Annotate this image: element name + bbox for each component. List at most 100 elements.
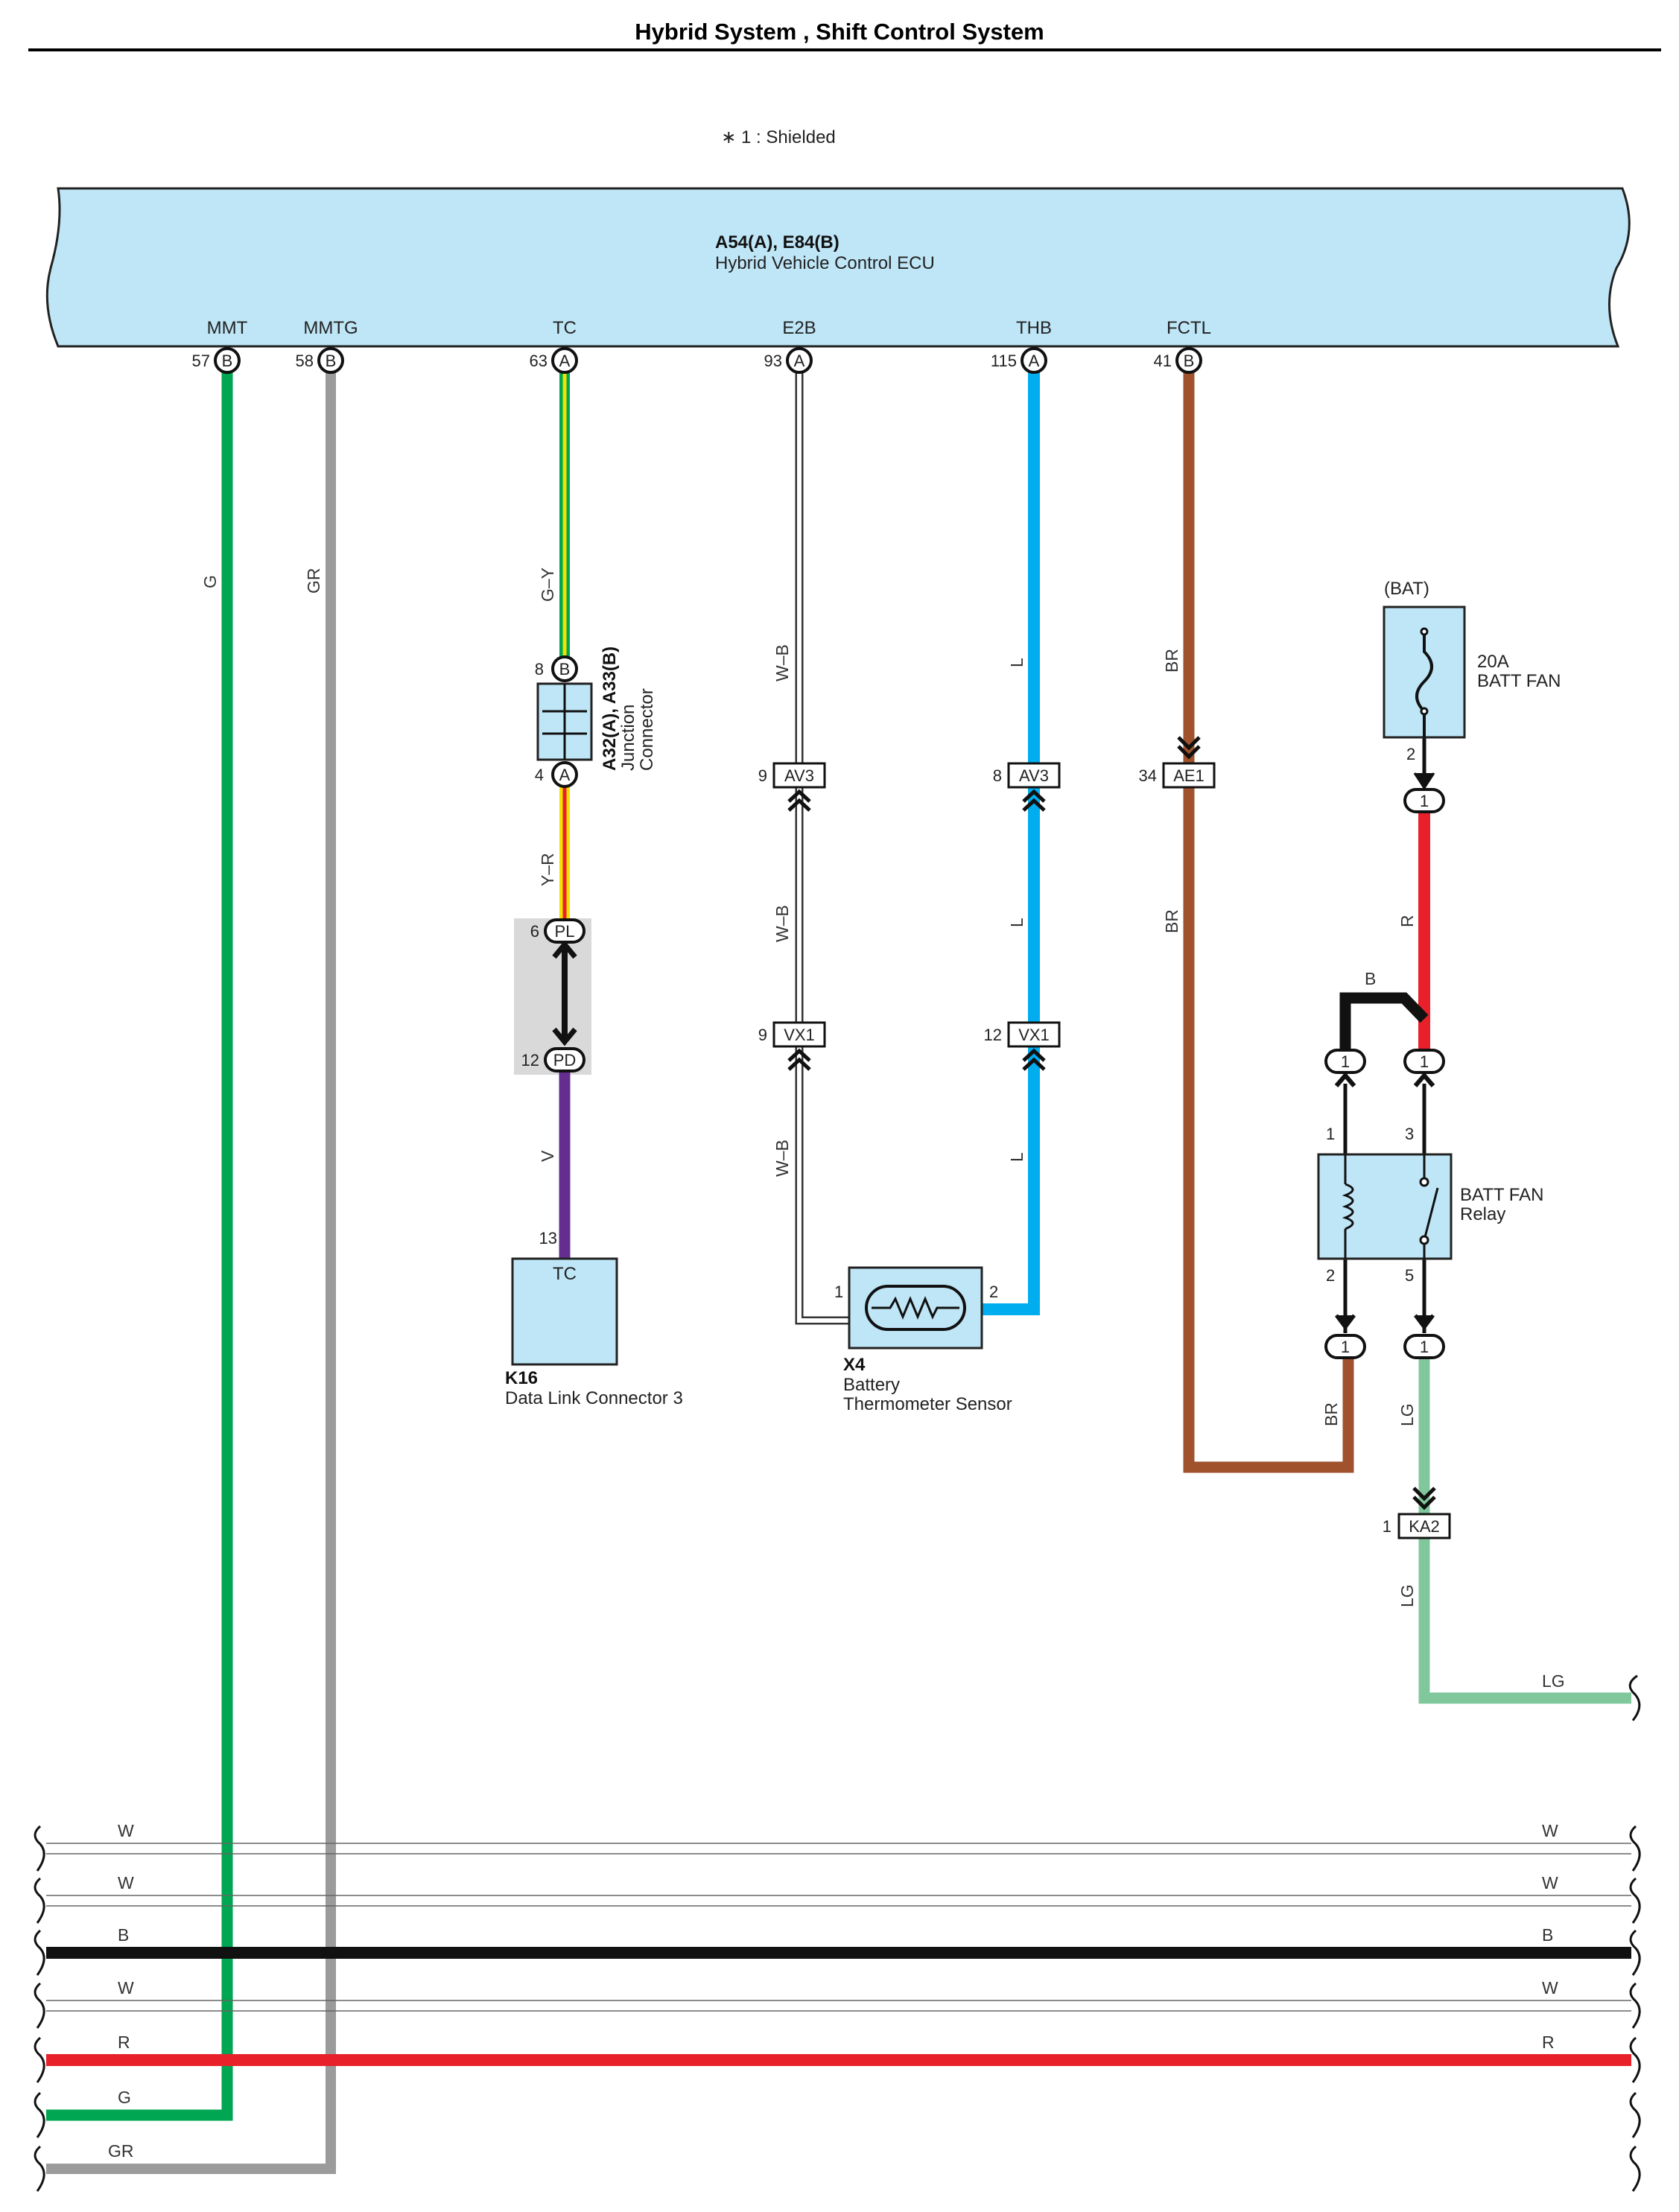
svg-text:LG: LG (1542, 1671, 1565, 1691)
splice-fuse: 1 (1403, 788, 1445, 813)
dlc-code: K16 (505, 1368, 538, 1388)
sensor-code: X4 (843, 1355, 866, 1375)
relay-pin-5: 5 (1405, 1266, 1414, 1285)
bus-label-right: W (1542, 1821, 1558, 1840)
svg-text:9: 9 (758, 766, 767, 785)
svg-text:PL: PL (555, 922, 575, 941)
splice-relay-left-top: 1 (1324, 1049, 1366, 1087)
wire-lg (1418, 1356, 1631, 1704)
pin-signal-e2b: E2B (782, 318, 816, 338)
page-title: Hybrid System , Shift Control System (635, 19, 1044, 45)
svg-text:R: R (1397, 915, 1417, 927)
svg-text:L: L (1007, 658, 1026, 667)
svg-text:BR: BR (1162, 909, 1181, 933)
splice-relay-right-bottom: 1 (1403, 1314, 1445, 1359)
connector-vx1-left: VX1 9 (758, 1021, 826, 1071)
sensor-pin-2: 2 (989, 1283, 998, 1301)
bus-break-mark (34, 1825, 45, 1872)
wire-labels: G GR G–Y Y–R V W–B W–B W–B L L L BR BR B… (200, 568, 1565, 1691)
pin-signal-fctl: FCTL (1167, 318, 1211, 338)
svg-text:G: G (200, 575, 220, 588)
ecu-code: A54(A), E84(B) (715, 232, 840, 252)
svg-text:1: 1 (1420, 1052, 1429, 1071)
relay-pin-2: 2 (1326, 1266, 1335, 1285)
relay-name-2: Relay (1460, 1204, 1505, 1224)
svg-text:LG: LG (1397, 1584, 1417, 1607)
svg-text:1: 1 (1420, 1338, 1429, 1356)
bus-label-right: W (1542, 1873, 1558, 1892)
connector-ka2: KA2 1 (1383, 1487, 1451, 1539)
pin-circle-fctl (1175, 347, 1202, 374)
bus-break-mark (1629, 1982, 1641, 2029)
pin-signal-mmt: MMT (207, 318, 248, 338)
svg-text:115: 115 (991, 352, 1017, 370)
relay-box (1317, 1153, 1453, 1260)
connector-av3-right: AV3 8 (993, 762, 1061, 812)
svg-text:1: 1 (1383, 1517, 1391, 1536)
wire-l (982, 371, 1040, 1315)
bus-label-left: W (118, 1978, 134, 1998)
pin-pd: PD 12 (521, 1047, 585, 1072)
svg-text:KA2: KA2 (1409, 1517, 1440, 1536)
bus-label-left: G (118, 2088, 131, 2107)
svg-text:PD: PD (553, 1051, 577, 1070)
svg-text:63: 63 (530, 352, 548, 370)
bus-label-right: B (1542, 1925, 1553, 1945)
svg-text:9: 9 (758, 1026, 767, 1044)
bus-label-right: R (1542, 2033, 1555, 2052)
fuse-source: (BAT) (1384, 579, 1429, 599)
svg-text:12: 12 (521, 1051, 539, 1070)
bus-break-mark (1629, 2145, 1641, 2192)
wire-gr (46, 371, 336, 2174)
svg-text:A: A (559, 352, 571, 370)
bus-break-mark (1629, 1877, 1641, 1924)
bus-break-mark (34, 2036, 45, 2083)
wire-wb (795, 371, 853, 1325)
svg-text:B: B (1365, 969, 1376, 988)
svg-text:AE1: AE1 (1173, 766, 1204, 785)
svg-text:LG: LG (1397, 1403, 1417, 1426)
connector-ae1: AE1 34 (1139, 736, 1216, 789)
bus-label-left: B (118, 1925, 129, 1945)
splice-relay-left-bottom: 1 (1324, 1314, 1366, 1359)
pin-circle-tc (551, 347, 578, 374)
bus-label-left: W (118, 1873, 134, 1892)
svg-text:AV3: AV3 (1019, 766, 1049, 785)
dlc-box (511, 1257, 618, 1366)
ecu-pin-circles: B 57 B 58 A 63 A 93 A 115 B 41 (192, 347, 1202, 374)
junction-connector: B 8 A 4 (535, 655, 593, 788)
svg-text:58: 58 (296, 352, 314, 370)
relay-coil-icon (1342, 1154, 1354, 1259)
connector-av3-left: AV3 9 (758, 762, 826, 812)
sensor-name-1: Battery (843, 1375, 900, 1395)
junction-code: A32(A), A33(B) (600, 646, 620, 771)
bus-label-left: W (118, 1821, 134, 1840)
bus-label-left: GR (108, 2141, 134, 2161)
svg-text:V: V (538, 1150, 557, 1162)
svg-text:A: A (559, 766, 571, 784)
ecu-name: Hybrid Vehicle Control ECU (715, 253, 935, 273)
bus-break-mark (1629, 2091, 1641, 2138)
svg-text:VX1: VX1 (784, 1026, 815, 1044)
svg-text:93: 93 (764, 352, 782, 370)
splice-relay-right-top: 1 (1403, 1049, 1445, 1087)
bus-break-mark (1629, 1825, 1641, 1872)
break-mark (1628, 1674, 1641, 1721)
svg-text:41: 41 (1154, 352, 1172, 370)
svg-text:57: 57 (192, 352, 210, 370)
pin-circle-mmtg (317, 347, 344, 374)
svg-text:1: 1 (1341, 1052, 1350, 1071)
pin-signal-tc: TC (553, 318, 577, 338)
svg-text:W–B: W–B (772, 1140, 792, 1177)
svg-text:Y–R: Y–R (538, 853, 557, 886)
svg-text:34: 34 (1139, 766, 1157, 785)
svg-text:B: B (559, 660, 571, 678)
pin-pl: PL 6 (530, 918, 585, 944)
relay-pin-1: 1 (1326, 1125, 1335, 1143)
bus-break-mark (34, 2091, 45, 2138)
thermistor-icon (865, 1285, 966, 1331)
svg-text:A: A (1029, 352, 1040, 370)
svg-text:W–B: W–B (772, 905, 792, 942)
bus-break-mark (34, 2145, 45, 2192)
